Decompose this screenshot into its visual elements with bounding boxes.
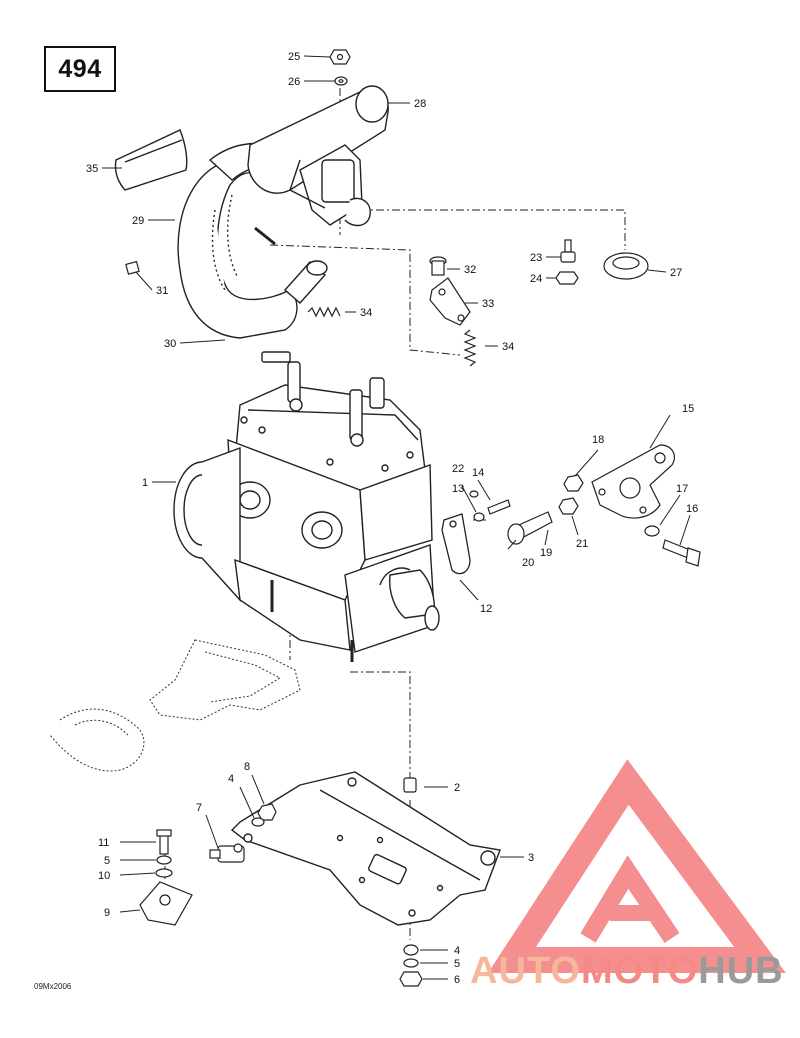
- callout-34-a: 34: [360, 307, 372, 319]
- callout-32: 32: [464, 264, 476, 276]
- callout-20: 20: [522, 557, 534, 569]
- watermark-logo: [488, 759, 786, 973]
- callout-14: 14: [472, 467, 484, 479]
- callout-10: 10: [98, 870, 110, 882]
- callout-24: 24: [530, 273, 542, 285]
- page-number: 494: [58, 54, 102, 83]
- callout-9: 9: [104, 907, 110, 919]
- callout-23: 23: [530, 252, 542, 264]
- exhaust-manifold-ghost: [49, 639, 301, 772]
- callout-28: 28: [414, 98, 426, 110]
- muffler: [247, 85, 389, 227]
- callout-29: 29: [132, 215, 144, 227]
- callout-27: 27: [670, 267, 682, 279]
- callout-8: 8: [244, 761, 250, 773]
- callout-30: 30: [164, 338, 176, 350]
- engine-support-3: [230, 771, 501, 926]
- callout-3: 3: [528, 852, 534, 864]
- callout-15: 15: [682, 403, 694, 415]
- callout-26: 26: [288, 76, 300, 88]
- callout-7: 7: [196, 802, 202, 814]
- mount-hardware-right: [469, 444, 701, 567]
- callout-16: 16: [686, 503, 698, 515]
- callout-19: 19: [540, 547, 552, 559]
- leader-lines: [102, 55, 691, 980]
- engine-block: [173, 351, 440, 662]
- drawing-code: 09Mx2006: [34, 982, 72, 991]
- heat-shield: [114, 129, 188, 191]
- callout-11: 11: [98, 837, 109, 849]
- mount-hardware-lower: [139, 777, 423, 987]
- callout-1: 1: [142, 477, 148, 489]
- callout-6: 6: [454, 974, 460, 986]
- callout-2: 2: [454, 782, 460, 794]
- callout-33: 33: [482, 298, 494, 310]
- callout-35: 35: [86, 163, 98, 175]
- callout-12: 12: [480, 603, 492, 615]
- callout-4-a: 4: [228, 773, 234, 785]
- callout-18: 18: [592, 434, 604, 446]
- watermark-part-3: HUB: [698, 950, 784, 992]
- callout-22: 22: [452, 463, 464, 475]
- callout-31: 31: [156, 285, 168, 297]
- page-number-box: 494: [44, 46, 116, 92]
- watermark-part-2: MOTO: [580, 950, 699, 992]
- engine-bracket-12: [441, 513, 471, 575]
- exhaust-pipe: [177, 142, 328, 339]
- callout-17: 17: [676, 483, 688, 495]
- callout-5-b: 5: [454, 958, 460, 970]
- top-hardware: [125, 49, 649, 367]
- callout-13: 13: [452, 483, 464, 495]
- callout-21: 21: [576, 538, 588, 550]
- watermark-part-1: AUTO: [470, 950, 581, 992]
- callout-34-b: 34: [502, 341, 514, 353]
- callout-4-b: 4: [454, 945, 460, 957]
- callout-25: 25: [288, 51, 300, 63]
- watermark-text: AUTOMOTOHUB: [470, 950, 784, 993]
- callout-5-a: 5: [104, 855, 110, 867]
- callout-numbers: 25 26 28 35 29 31 30 34 32 33 34 23 24 2…: [86, 51, 698, 986]
